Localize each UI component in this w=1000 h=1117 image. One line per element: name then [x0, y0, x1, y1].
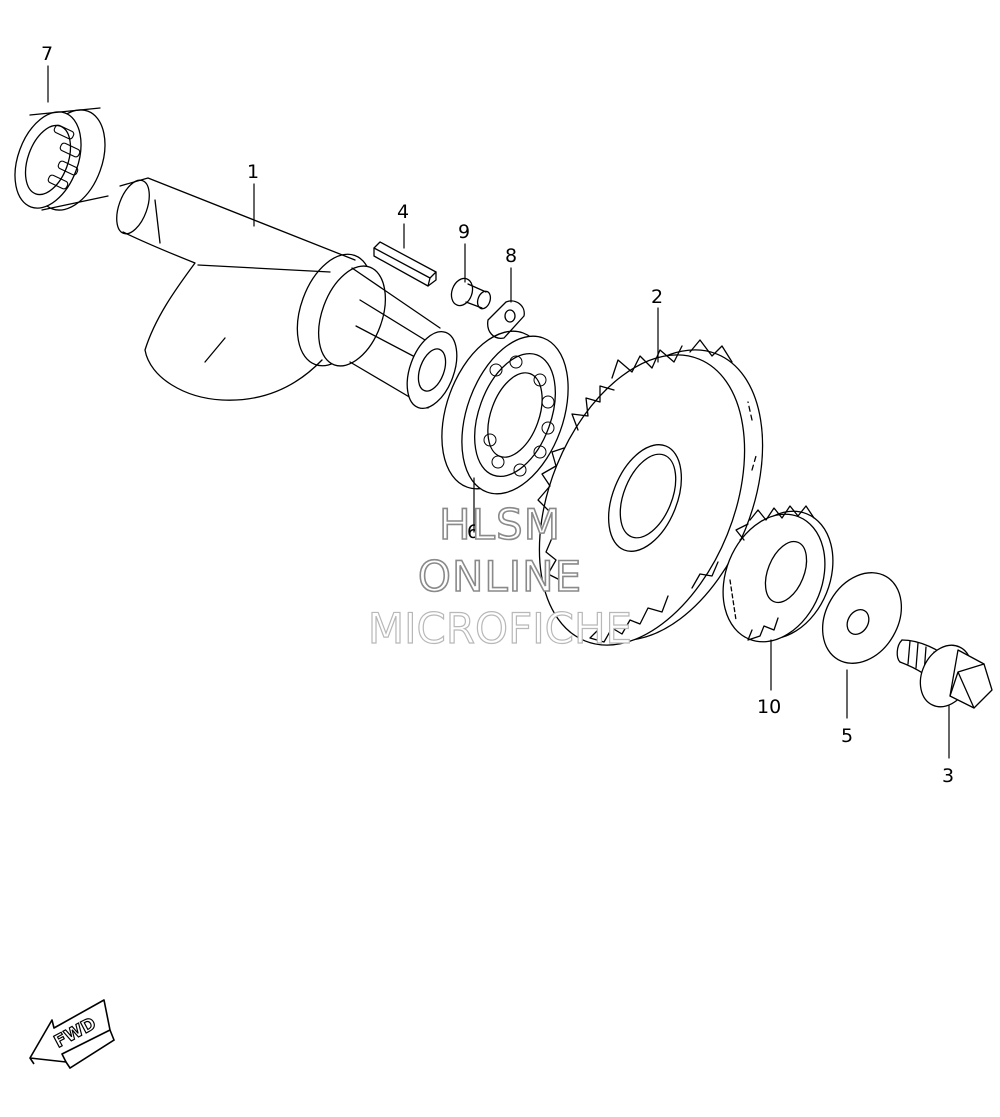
- part-label-9: 9: [458, 221, 470, 243]
- screw-part-9: [450, 277, 492, 310]
- stopper-plate-part-8: [487, 300, 525, 339]
- ball-bearing-part-6: [441, 330, 569, 495]
- needle-bearing-part-7: [14, 107, 109, 211]
- gear-part-2: [537, 339, 764, 646]
- part-label-5: 5: [841, 725, 853, 747]
- part-label-3: 3: [942, 765, 954, 787]
- fwd-arrow-icon: FWD: [29, 999, 115, 1070]
- part-label-2: 2: [651, 286, 663, 308]
- shaft-part-1: [116, 177, 458, 409]
- part-label-4: 4: [397, 201, 409, 223]
- washer-part-5: [822, 572, 902, 664]
- part-label-1: 1: [247, 161, 259, 183]
- part-label-6: 6: [467, 521, 479, 543]
- key-part-4: [373, 241, 437, 287]
- gear-part-10: [722, 505, 834, 643]
- leader-lines: [47, 65, 950, 759]
- part-label-8: 8: [505, 245, 517, 267]
- part-label-7: 7: [41, 43, 53, 65]
- part-label-10: 10: [757, 696, 781, 718]
- bolt-part-3: [896, 639, 993, 709]
